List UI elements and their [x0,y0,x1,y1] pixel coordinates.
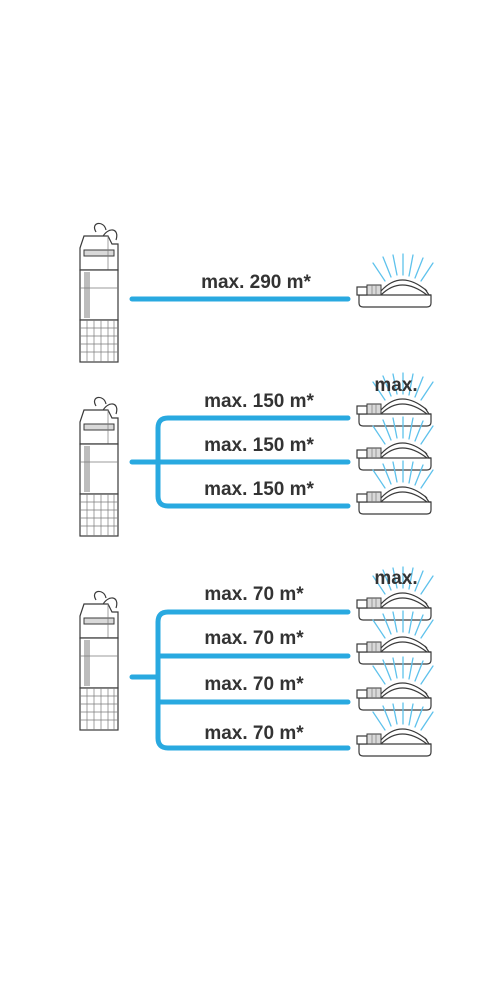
water-spray-icon [372,702,434,731]
water-spray-icon [372,610,434,639]
hose-length-label: max. 150 m* [204,391,314,412]
sprinkler-icon [356,372,434,427]
hose-length-label: max. 150 m* [204,435,314,456]
hose-length-label: max. 70 m* [204,584,304,605]
water-spray-icon [372,253,434,282]
hose-length-label: max. 70 m* [204,674,304,695]
sprinkler-icon [356,656,434,711]
hose-length-label: max. 70 m* [204,723,304,744]
water-spray-icon [372,460,434,489]
sprinkler-icon [356,566,434,621]
water-spray-icon [372,566,434,595]
water-spray-icon [372,372,434,401]
sprinkler-icon [356,702,434,757]
pump-icon-1 [79,222,119,363]
hose-length-label: max. 150 m* [204,479,314,500]
water-spray-icon [372,416,434,445]
pump-icon-2 [79,396,119,537]
hose-length-label: max. 70 m* [204,628,304,649]
max-sprinklers-label: max. [374,568,417,589]
hose-length-label: max. 290 m* [201,272,311,293]
sprinkler-icon [356,253,434,308]
sprinkler-icon [356,416,434,471]
max-sprinklers-label: max. [374,375,417,396]
water-spray-icon [372,656,434,685]
pump-icon-3 [79,590,119,731]
hose-manifold [155,609,351,751]
sprinkler-icon [356,460,434,515]
sprinkler-icon [356,610,434,665]
